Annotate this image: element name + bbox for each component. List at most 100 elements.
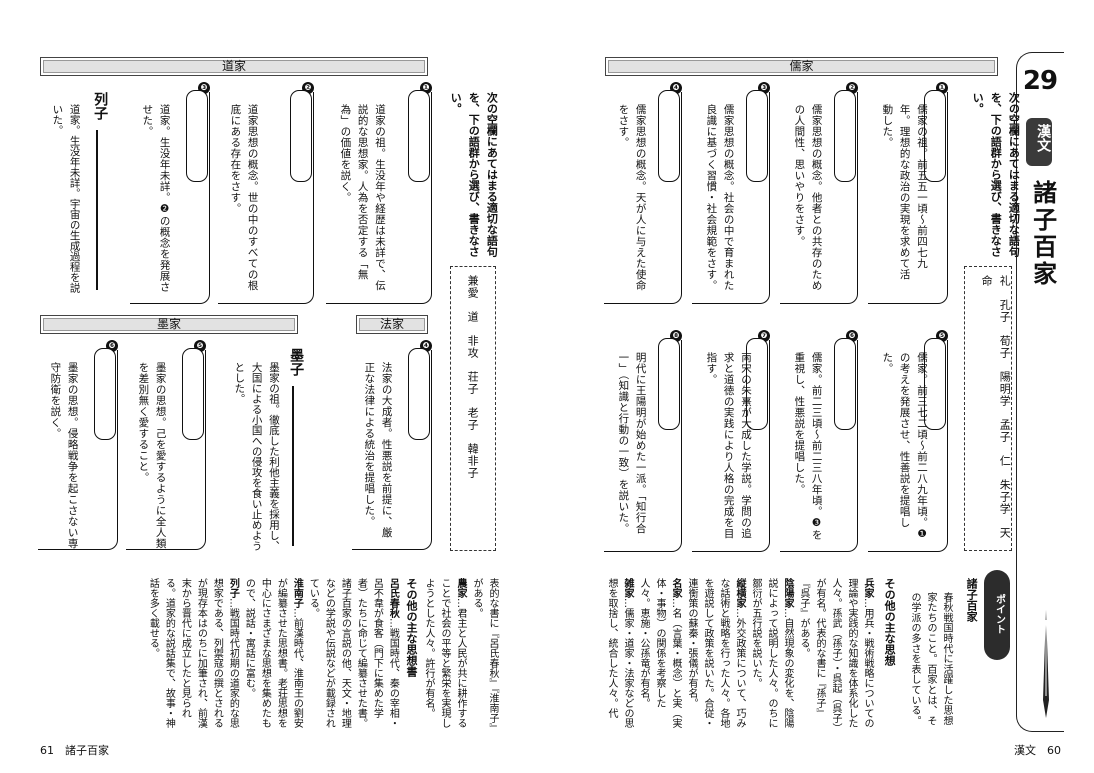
question-bracket [604,92,682,304]
question-bracket [352,350,432,550]
answer-box[interactable] [408,90,430,182]
question-text: 儒家の祖。前五五一頃～前四七九年。理想的な政治の実現を求めて活動した。 [881,104,928,280]
page-footer-left: 61 諸子百家 [40,744,109,757]
continuation-text: 表的な書に『呂氏春秋』『淮南子』がある。 [471,578,498,728]
other-item: 農家…君主と人民が共に耕作することで社会の平等と繁栄を実現しようとした人々。許行… [420,578,468,728]
liezi-text: 道家。生没年未詳。宇宙の生成過程を説いた。 [51,104,81,293]
answer-box[interactable] [408,348,430,440]
word-bank-left: 兼愛 道 非攻 荘子 老子 韓非子 [450,266,496,551]
other-item: 名家…名（言葉・概念）と実（実体・事物）の関係を考察した人々。恵施・公孫竜が有名… [635,578,683,728]
chapter-strip [1016,52,1064,732]
instruction-right: 次の空欄にあてはまる適切な語句を、下の語群から選び、書きなさい。 [971,92,1021,257]
question-bracket [130,92,210,304]
word-bank-items: 礼 孔子 荀子 陽明学 孟子 仁 朱子学 天命 [980,275,1012,539]
answer-box[interactable] [924,90,946,182]
question-bracket [868,92,948,304]
section-daojia: 道家 [40,57,428,76]
section-fajia: 法家 [356,315,428,334]
other-item-head: 兵家 [862,578,873,598]
question-text: 儒家思想の概念。社会の中で育まれた良識に基づく習慣・社会規範をさす。 [705,104,735,291]
mozi-rule [292,386,294,546]
mozi-heading: 墨子 [288,348,305,376]
page-footer-right: 漢文 60 [1014,744,1061,757]
other-item-head: 名家 [670,578,681,598]
answer-box[interactable] [658,90,680,182]
chapter-number: 29 [1022,66,1058,96]
other-item-head: 縦横家 [734,578,745,608]
other-item-body: …外交政策について、巧みな話術と戦略を行った人々。各地を遊説して政策を説いた。合… [686,578,745,728]
answer-box[interactable] [290,90,312,182]
point-label: ポイント [993,594,1005,634]
question-text: 儒家。前二三頃～前二三八年頃。❸を重視し、性悪説を提唱した。 [793,352,823,541]
word-bank-right: 礼 孔子 荀子 陽明学 孟子 仁 朱子学 天命 [964,266,1012,551]
question-text: 儒家。前三七二頃～前二八九年頃。❶の考えを発展させ、性善説を提唱した。 [881,352,928,541]
word-bank-items: 兼愛 道 非攻 荘子 老子 韓非子 [466,275,480,479]
question-text: 儒家思想の概念。天が人に与えた使命をさす。 [617,104,647,291]
question-text: 儒家思想の概念。他者との共存のための人間性、思いやりをさす。 [793,104,823,291]
answer-box[interactable] [186,90,208,182]
other-item-head: 雑家 [622,578,633,598]
other-item-body: …用兵・戦術戦略についての理論や実践的な知識を体系化した人々。孫武（孫子）・呉起… [798,578,873,728]
question-bracket [780,92,858,304]
section-mojia: 墨家 [40,315,298,334]
other-item-head: 陰陽家 [782,578,793,608]
book-item-body: …戦国時代、秦の宰相・呂不韋が食客（門下に集めた学者）たちに命じて編纂させた書。… [307,578,399,728]
answer-box[interactable] [94,348,116,440]
question-bracket [692,92,770,304]
section-rujia: 儒家 [605,57,998,76]
question-bracket [38,350,118,550]
instruction-left: 次の空欄にあてはまる適切な語句を、下の語群から選び、書きなさい。 [449,92,499,257]
answer-box[interactable] [924,338,946,430]
other-item-body: …自然現象の変化を、陰陽説によって説明した人々。のちに鄒衍が五行説を説いた。 [750,578,793,728]
other-item: 雑家…儒家・道家・法家などの思想を取捨し、統合した人々。代 [603,578,635,728]
answer-box[interactable] [746,338,768,430]
other-item: 陰陽家…自然現象の変化を、陰陽説によって説明した人々。のちに鄒衍が五行説を説いた… [747,578,795,728]
question-text: 墨家の思想。侵略戦争を起こさない専守防衛を説く。 [49,362,79,549]
question-bracket [780,340,858,552]
other-title-right: その他の主な思想 [883,578,897,666]
book-item: 淮南子…前漢時代、淮南王の劉安が編纂させた思想書。老荘思想を中心にさまざまな思想… [240,578,304,728]
answer-box[interactable] [746,90,768,182]
answer-box[interactable] [658,338,680,430]
question-bracket [868,340,948,552]
question-text: 道家の祖。生没年や経歴は未詳で、伝説的な思想家。人為を否定する「無為」の価値を説… [339,104,386,291]
book-item: 呂氏春秋…戦国時代、秦の宰相・呂不韋が食客（門下に集めた学者）たちに命じて編纂さ… [304,578,400,728]
point-title: 諸子百家 [965,578,979,622]
other-item-body: …儒家・道家・法家などの思想を取捨し、統合した人々。代 [606,578,633,728]
answer-box[interactable] [834,338,856,430]
other-item: 兵家…用兵・戦術戦略についての理論や実践的な知識を体系化した人々。孫武（孫子）・… [795,578,875,728]
subject-badge [1026,118,1052,166]
question-text: 南宋の朱熹が大成した学説。学問の追求と道徳の実践により人格の完成を目指す。 [705,352,752,539]
mozi-text: 墨家の祖。徹底した利他主義を採用し、大国による小国への侵攻を食い止めようとした。 [233,362,280,551]
question-bracket [692,340,770,552]
liezi-heading: 列子 [92,92,109,120]
question-bracket [604,340,682,552]
question-text: 道家思想の概念。世の中のすべての根底にある存在をさす。 [229,104,259,291]
other-item-body: …君主と人民が共に耕作することで社会の平等と繁栄を実現しようとした人々。許行が有… [423,578,466,728]
others-list-left: 表的な書に『呂氏春秋』『淮南子』がある。 農家…君主と人民が共に耕作することで社… [140,578,500,728]
question-text: 道家。生没年未詳。❷の概念を発展させた。 [141,104,171,293]
question-text: 法家の大成者。性悪説を前提に、厳正な法律による統治を提唱した。 [363,362,393,538]
liezi-rule [96,130,98,290]
page-title: 諸子百家 [1028,180,1057,288]
other-books-title: その他の主な思想書 [405,578,418,677]
book-item: 列子…戦国時代初期の道家的な思想家である、列禦寇の撰とされるが現存本はのちに加筆… [144,578,240,728]
question-text: 墨家の思想。己を愛するように全人類を差別無く愛すること。 [137,362,167,549]
other-item: 縦横家…外交政策について、巧みな話術と戦略を行った人々。各地を遊説して政策を説い… [683,578,747,728]
other-item-body: …名（言葉・概念）と実（実体・事物）の関係を考察した人々。恵施・公孫竜が有名。 [638,578,681,728]
question-bracket [218,92,314,304]
answer-box[interactable] [834,90,856,182]
brush-icon [1036,610,1056,724]
subject-badge-text: 漢文 [1035,124,1052,152]
book-item-head: 列子 [227,578,239,598]
question-bracket [126,350,206,550]
answer-box[interactable] [182,348,204,440]
point-badge [984,570,1010,660]
book-item-body: …戦国時代初期の道家的な思想家である、列禦寇の撰とされるが現存本はのちに加筆され… [147,578,239,728]
others-list-right: 兵家…用兵・戦術戦略についての理論や実践的な知識を体系化した人々。孫武（孫子）・… [600,578,875,728]
book-item-body: …前漢時代、淮南王の劉安が編纂させた思想書。老荘思想を中心にさまざまな思想を集め… [243,578,303,728]
book-item-head: 呂氏春秋 [387,578,399,618]
point-body: 春秋戦国時代に活躍した思想家たちのこと。百家とは、その学派の多さを表している。 [909,592,952,726]
book-item-head: 淮南子 [291,578,303,608]
question-bracket [326,92,432,304]
